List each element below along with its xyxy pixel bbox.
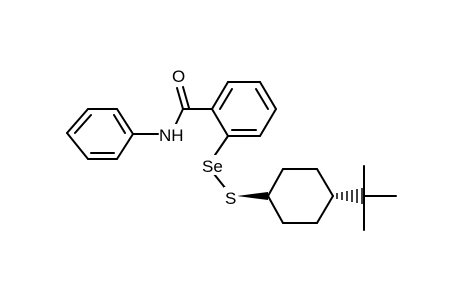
bond <box>259 108 277 137</box>
bond <box>211 108 229 137</box>
tert-butyl-group <box>363 165 397 231</box>
aryl-selenium-bond <box>214 135 229 156</box>
atom-label-oxygen: O <box>172 67 185 86</box>
bond <box>66 132 89 160</box>
bond <box>66 108 89 134</box>
double-bond-inner <box>255 88 269 110</box>
phenyl-ring <box>66 108 134 160</box>
cyclohexane-ring <box>267 168 334 224</box>
bond <box>116 133 134 160</box>
bond <box>316 195 334 224</box>
bond <box>116 108 134 135</box>
bond <box>267 168 284 197</box>
label-selenium-group: Se <box>201 155 227 176</box>
label-sulfur-group: S <box>224 187 238 208</box>
hashed-bond <box>336 188 363 204</box>
atom-label-nh: NH <box>159 126 184 145</box>
bond <box>316 168 334 197</box>
label-oxygen-group: O <box>171 65 187 86</box>
carbonyl-group <box>176 86 190 110</box>
carbonyl-bond-second <box>182 86 190 109</box>
selenium-sulfur-bond <box>213 173 227 190</box>
carbonyl-bond <box>176 87 184 110</box>
atom-label-sulfur: S <box>225 189 236 208</box>
bond <box>267 195 284 224</box>
wedge-bond <box>237 192 268 200</box>
double-bond-inner <box>219 88 233 110</box>
atom-label-selenium: Se <box>202 157 223 176</box>
bond <box>211 81 229 110</box>
benzamide-ring <box>211 81 277 137</box>
bond <box>259 81 277 110</box>
double-bond-inner <box>113 114 126 134</box>
double-bond-inner <box>74 114 92 134</box>
label-nh-group: NH <box>159 124 187 145</box>
